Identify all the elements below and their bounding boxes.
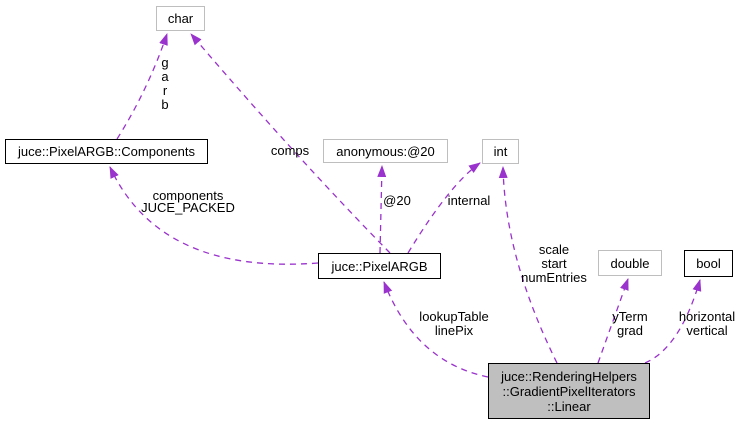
node-anonymous-at20[interactable]: anonymous:@20 — [323, 139, 448, 163]
node-linear-current[interactable]: juce::RenderingHelpers ::GradientPixelIt… — [488, 363, 650, 419]
edge-pixelargb-to-components — [109, 166, 319, 265]
edge-linear-to-pixelargb — [383, 281, 489, 378]
node-double[interactable]: double — [598, 250, 662, 276]
edge-pixelargb-to-anonymous — [377, 165, 387, 254]
edge-linear-to-int — [498, 166, 558, 364]
node-int[interactable]: int — [482, 139, 519, 164]
edge-linear-to-bool — [644, 279, 702, 364]
edge-linear-to-double — [597, 278, 629, 364]
edge-components-to-char — [116, 33, 168, 140]
node-char[interactable]: char — [156, 6, 205, 31]
node-bool[interactable]: bool — [684, 250, 733, 277]
node-pixelargb-components[interactable]: juce::PixelARGB::Components — [5, 139, 208, 164]
node-pixelargb[interactable]: juce::PixelARGB — [318, 253, 441, 279]
edge-pixelargb-to-char — [190, 33, 391, 254]
edge-pixelargb-to-int — [407, 162, 481, 254]
